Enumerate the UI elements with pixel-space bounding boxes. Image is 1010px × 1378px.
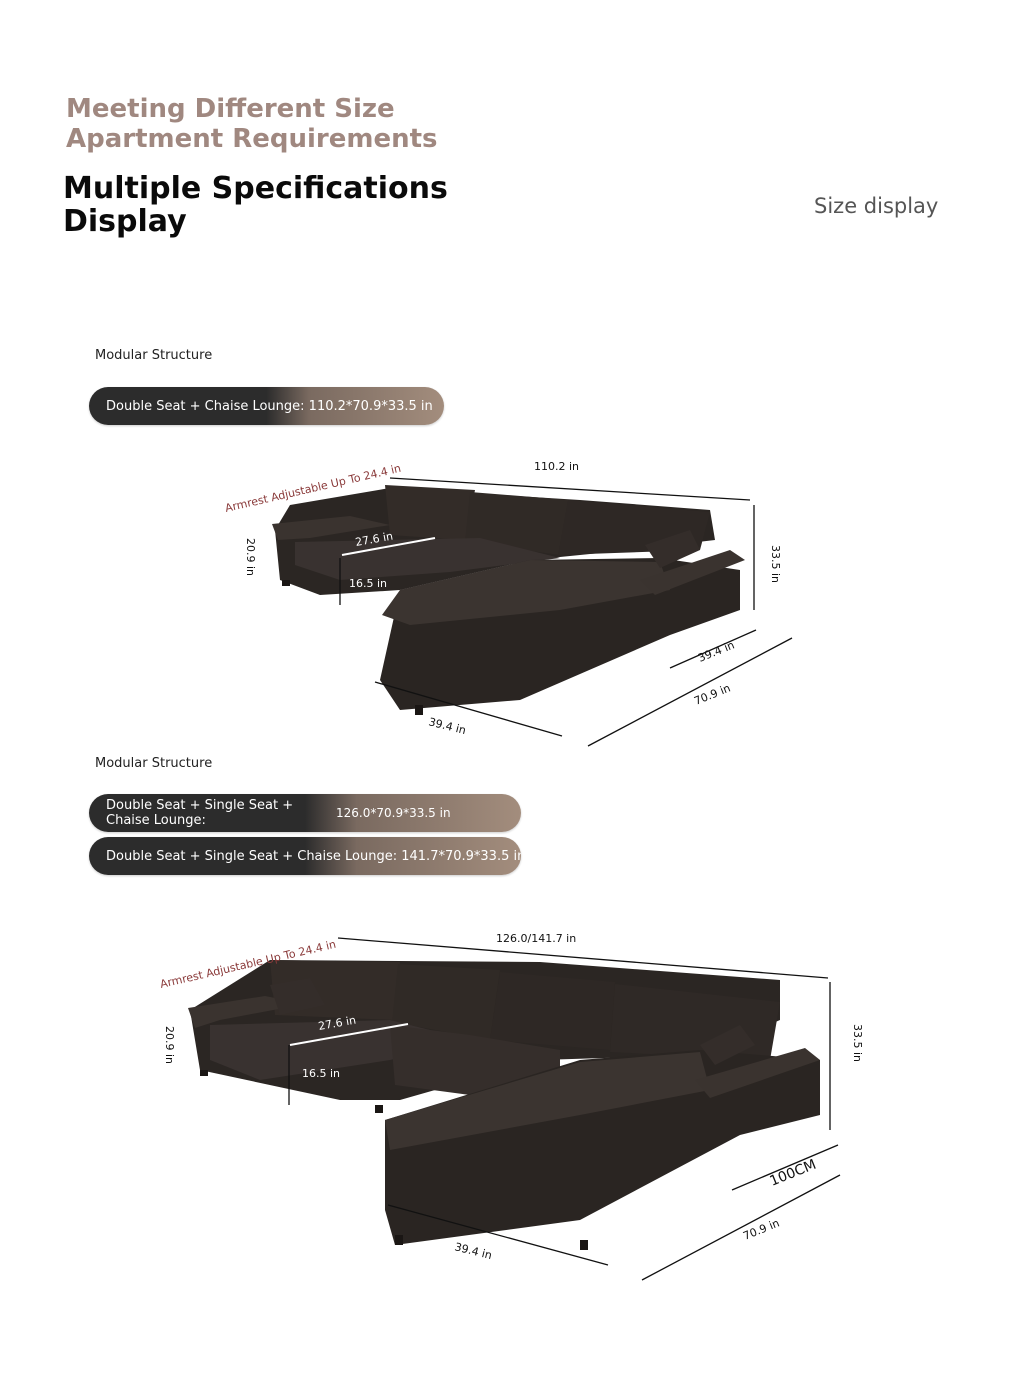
width-line-2 [337, 937, 829, 979]
depth-line-2 [641, 1174, 841, 1281]
dim-chaise-width: 39.4 in [696, 638, 736, 664]
spec-option-2[interactable]: Double Seat + Single Seat + Chaise Loung… [89, 794, 521, 832]
dim-front-width: 39.4 in [427, 715, 467, 737]
sofa-illustration-1 [272, 485, 745, 715]
chaise-width-line-2 [731, 1144, 839, 1191]
size-display-label: Size display [814, 194, 939, 218]
seat-depth-line-2 [289, 1023, 409, 1046]
dim-back-height: 33.5 in [769, 545, 782, 583]
section1-label: Modular Structure [95, 348, 213, 363]
front-width-line-2 [387, 1204, 609, 1266]
dim-seat-height: 16.5 in [349, 577, 387, 590]
dim-seat-height-2: 16.5 in [302, 1067, 340, 1080]
width-line [389, 477, 751, 501]
dim-arm-height: 20.9 in [244, 538, 257, 576]
spec-option-2-size: 126.0*70.9*33.5 in [336, 806, 451, 820]
sofa-diagram-1: 110.2 in Armrest Adjustable Up To 24.4 i… [224, 460, 793, 747]
spec-option-1[interactable]: Double Seat + Chaise Lounge: 110.2*70.9*… [89, 387, 444, 425]
page-title: Multiple Specifications Display [63, 171, 448, 239]
spec-option-1-text: Double Seat + Chaise Lounge: 110.2*70.9*… [106, 398, 433, 414]
dim-front-width-2: 39.4 in [453, 1240, 493, 1262]
seat-depth-line [341, 537, 436, 556]
subtitle: Meeting Different Size Apartment Require… [66, 94, 438, 154]
depth-line [587, 637, 793, 747]
spec-option-2-name: Double Seat + Single Seat + Chaise Loung… [106, 798, 294, 828]
section2-label: Modular Structure [95, 756, 213, 771]
dim-chaise-width-2: 100CM [768, 1157, 819, 1190]
front-width-line [374, 681, 563, 737]
chaise-width-line [669, 629, 757, 669]
spec-option-3[interactable]: Double Seat + Single Seat + Chaise Loung… [89, 837, 521, 875]
dim-back-height-2: 33.5 in [851, 1024, 864, 1062]
dim-width: 110.2 in [534, 460, 579, 473]
sofa-diagram-2: 126.0/141.7 in Armrest Adjustable Up To … [159, 932, 864, 1281]
dim-total-depth-2: 70.9 in [741, 1216, 781, 1242]
sofa-illustration-2 [188, 960, 820, 1250]
spec-option-3-text: Double Seat + Single Seat + Chaise Loung… [106, 848, 521, 864]
dim-total-depth: 70.9 in [692, 681, 732, 707]
dim-width-2: 126.0/141.7 in [496, 932, 576, 945]
dim-arm-height-2: 20.9 in [163, 1026, 176, 1064]
